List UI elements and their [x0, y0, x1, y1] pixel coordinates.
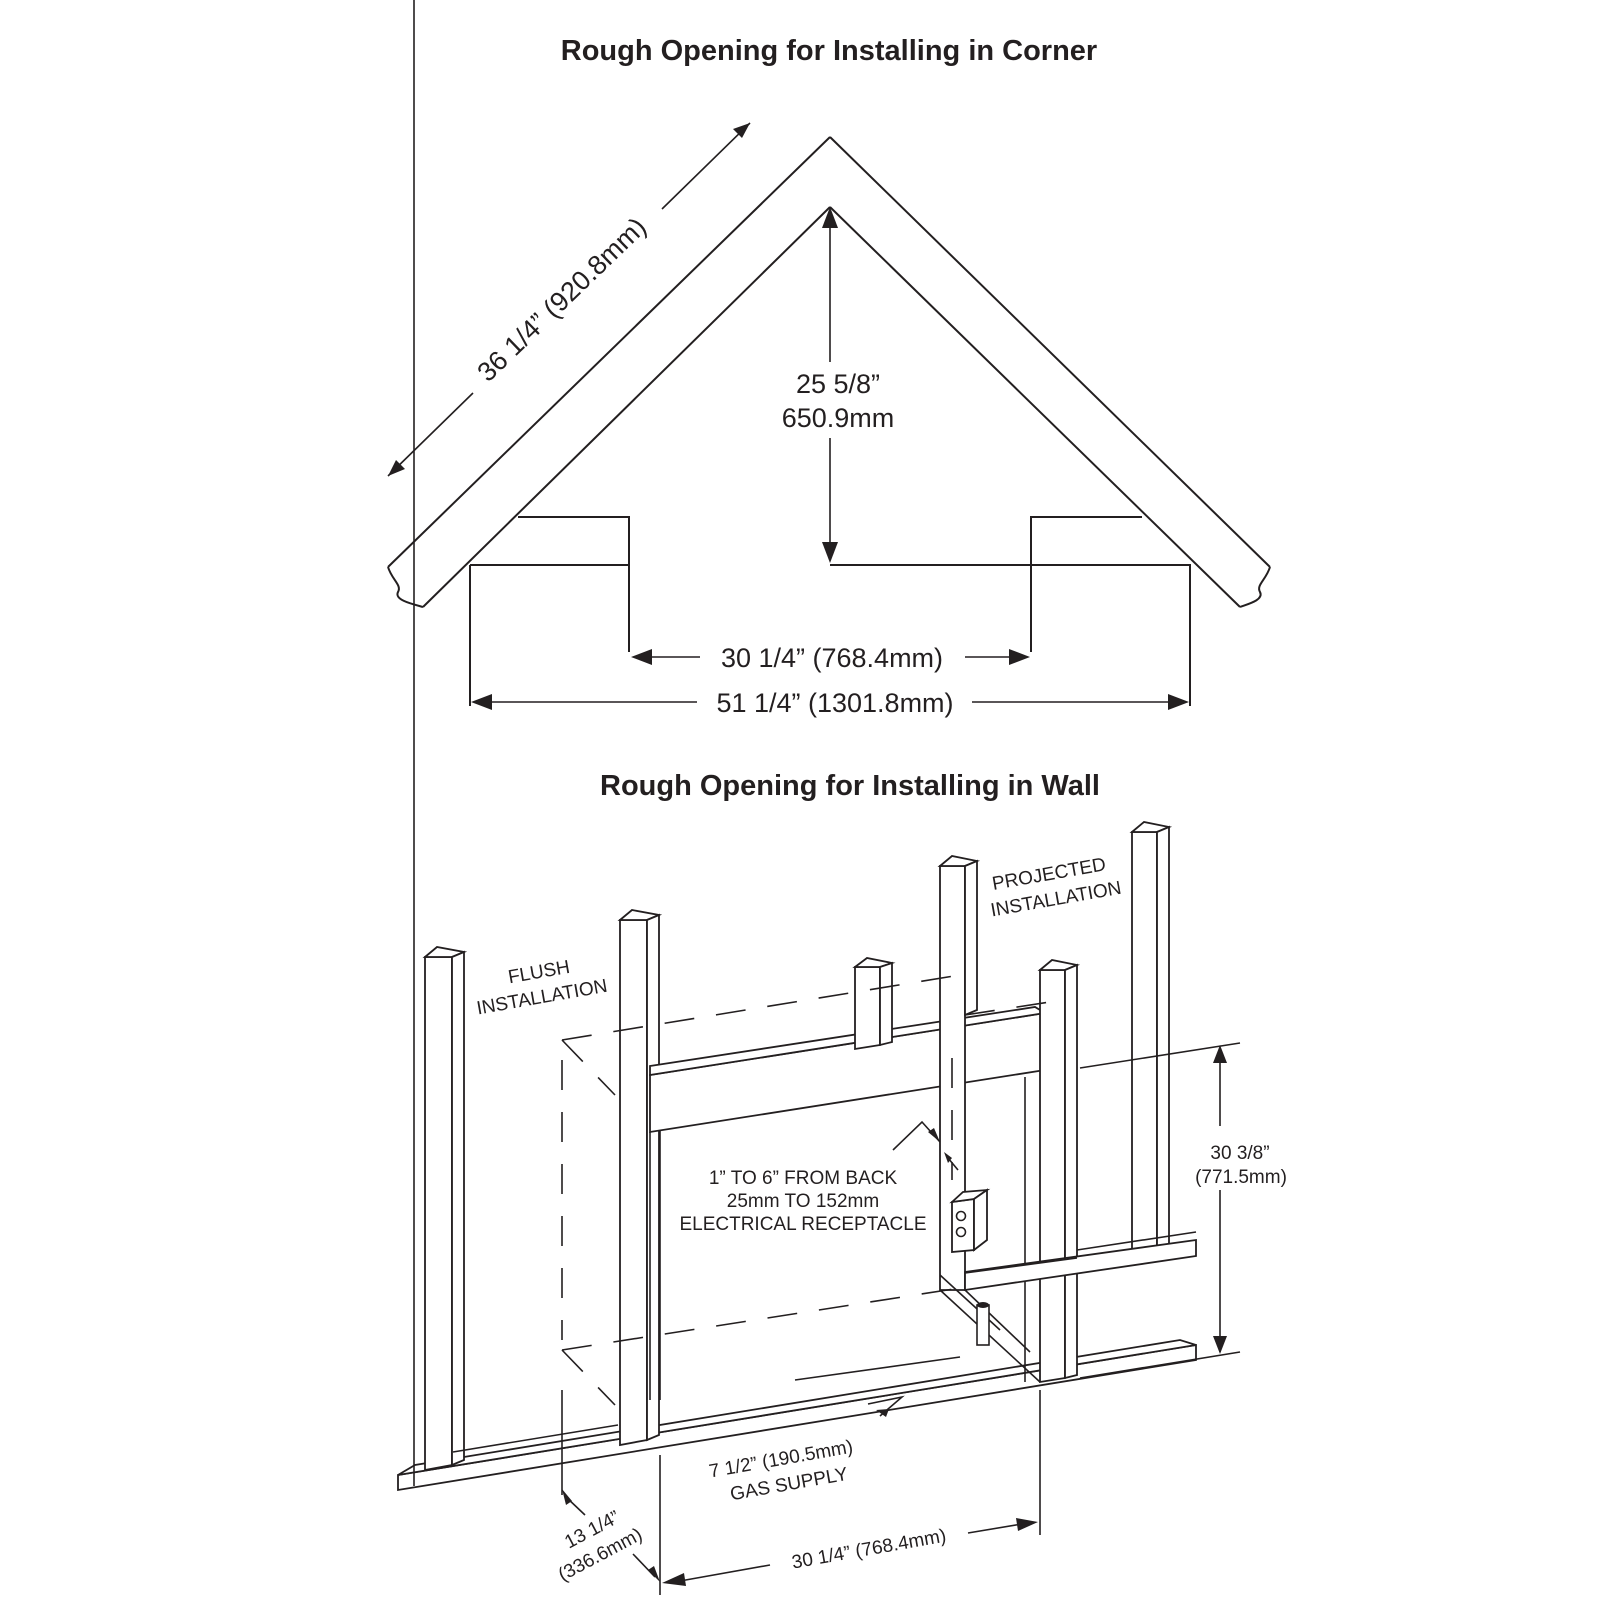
width-dimension-label-wall: 30 1/4” (768.4mm) — [790, 1526, 948, 1574]
depth-dimension-inches: 25 5/8” — [796, 369, 880, 399]
projected-installation-label: PROJECTED INSTALLATION — [989, 854, 1123, 921]
diagonal-dimension-label: 36 1/4” (920.8mm) — [471, 212, 652, 388]
wall-section-title: Rough Opening for Installing in Wall — [600, 770, 1100, 802]
corner-diagonal-dimension: 36 1/4” (920.8mm) — [387, 122, 751, 477]
inner-width-label: 30 1/4” (768.4mm) — [721, 643, 943, 673]
corner-inner-width-dimension: 30 1/4” (768.4mm) — [631, 643, 1030, 673]
height-dimension-mm: (771.5mm) — [1195, 1167, 1287, 1188]
corner-depth-dimension: 25 5/8” 650.9mm — [782, 207, 895, 563]
flush-installation-label: FLUSH INSTALLATION — [475, 957, 609, 1020]
wall-framing — [397, 0, 1197, 1492]
flush-installation-outline — [561, 974, 1051, 1406]
outer-width-label: 51 1/4” (1301.8mm) — [716, 688, 953, 718]
corner-walls — [387, 136, 1271, 706]
electrical-receptacle — [949, 1188, 991, 1253]
gas-supply-pipe — [976, 1302, 990, 1346]
wall-height-dimension: 30 3/8” (771.5mm) — [1079, 1042, 1287, 1379]
receptacle-label-line3: ELECTRICAL RECEPTACLE — [679, 1214, 926, 1235]
receptacle-label: 1” TO 6” FROM BACK 25mm TO 152mm ELECTRI… — [679, 1168, 926, 1235]
receptacle-label-line2: 25mm TO 152mm — [727, 1191, 879, 1212]
receptacle-leader — [892, 1120, 959, 1171]
receptacle-label-line1: 1” TO 6” FROM BACK — [709, 1168, 898, 1189]
corner-section-title: Rough Opening for Installing in Corner — [561, 35, 1097, 67]
height-dimension-inches: 30 3/8” — [1210, 1143, 1269, 1164]
depth-dimension-mm: 650.9mm — [782, 403, 895, 433]
corner-outer-width-dimension: 51 1/4” (1301.8mm) — [471, 688, 1189, 718]
